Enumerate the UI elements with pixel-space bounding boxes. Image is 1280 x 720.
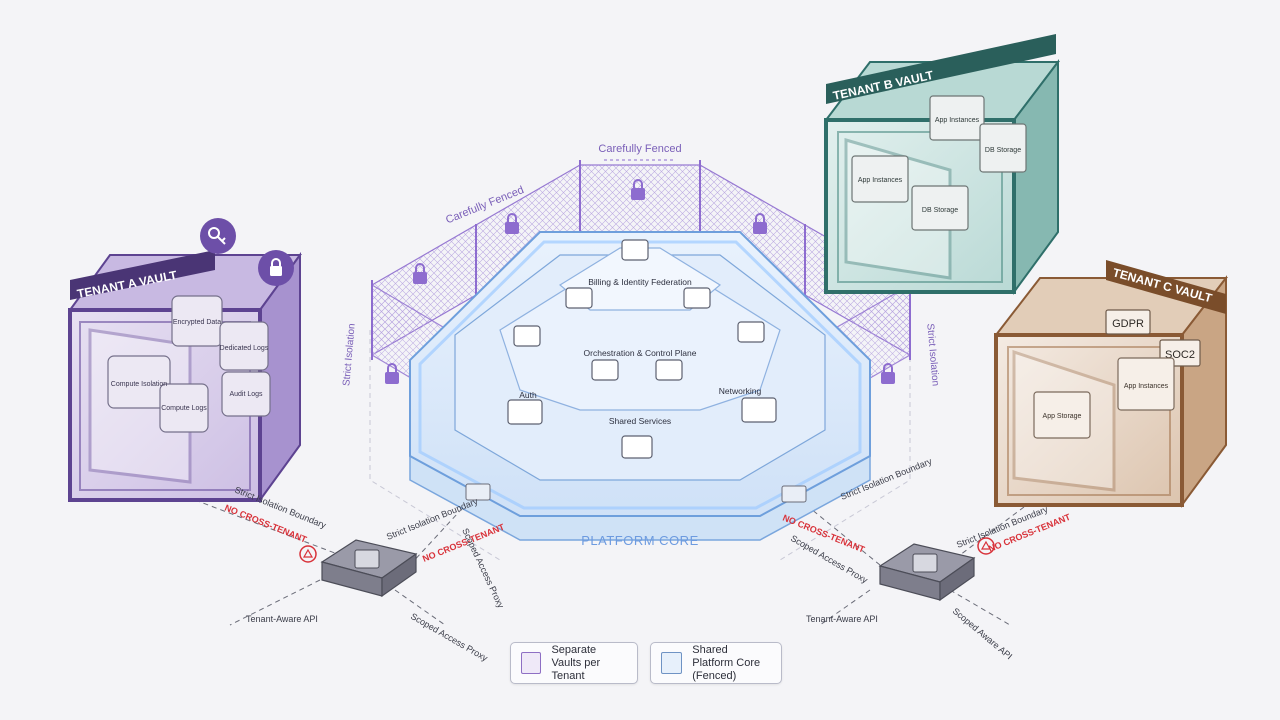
right-api-label: Tenant-Aware API: [806, 614, 878, 624]
gdpr-badge: [1105, 309, 1151, 335]
warning-icon: [299, 545, 317, 563]
lock-badge-icon: [258, 250, 294, 286]
vault-legend-icon: [521, 652, 542, 674]
database-icon: [621, 239, 649, 261]
tenant-a-item: Compute Logs: [161, 405, 207, 412]
tenant-c-boxes: [1033, 357, 1175, 439]
fence-locks: [385, 179, 895, 384]
tenant-a-item: Encrypted Data: [173, 319, 221, 326]
tenant-b-item: App Instances: [935, 117, 980, 124]
grid-icon: [565, 287, 593, 309]
legend-item-core: Shared Platform Core (Fenced): [650, 642, 782, 684]
lock-icon: [385, 363, 399, 384]
core-glow-ring: [418, 240, 862, 510]
line-gateway-a-proxy: [394, 589, 446, 626]
legend-vaults-label: Separate Vaults per Tenant: [551, 643, 601, 682]
core-port-right: [781, 485, 807, 503]
control-icon-2: [655, 359, 683, 381]
tenant-b-item: DB Storage: [922, 207, 958, 214]
platform-core: PLATFORM CORE: [409, 231, 871, 548]
platform-labels: Billing & Identity Federation Orchestrat…: [519, 277, 761, 426]
label-auth: Auth: [519, 390, 537, 400]
right-gateway: [878, 543, 976, 602]
core-port-left: [465, 483, 491, 501]
tenant-c-item: App Instances: [1124, 383, 1169, 390]
right-proxy-label: Scoped Aware API: [951, 606, 1014, 661]
tenant-a-item: Audit Logs: [229, 391, 263, 398]
line-gateway-a-api: [229, 579, 321, 626]
line-tenant-a-gateway: [194, 499, 341, 556]
fence-side-left-label: Strict Isolation: [341, 323, 357, 387]
core-label: PLATFORM CORE: [581, 533, 699, 548]
warning-icon: [977, 537, 995, 555]
tenant-a-item: Compute Isolation: [111, 381, 168, 388]
label-networking: Networking: [719, 386, 762, 396]
tenant-a-cylinders: [107, 295, 271, 433]
key-icon: [200, 218, 236, 254]
keyhole-icon: [912, 553, 938, 573]
legend-item-vaults: Separate Vaults per Tenant: [510, 642, 638, 684]
label-shared-services: Shared Services: [609, 416, 671, 426]
label-orchestration: Orchestration & Control Plane: [584, 348, 697, 358]
left-no-cross-2-label: NO CROSS-TENANT: [421, 522, 506, 564]
core-tier-top: [558, 247, 722, 311]
network-icon: [513, 325, 541, 347]
tenant-b-item-labels: App Instances DB Storage App Instances D…: [858, 117, 1021, 214]
lock-icon: [631, 179, 645, 200]
label-billing: Billing & Identity Federation: [588, 277, 692, 287]
auth-icon: [507, 399, 543, 425]
fence-label-top: Carefully Fenced: [598, 143, 681, 155]
lock-icon: [881, 363, 895, 384]
tenant-b-item: DB Storage: [985, 147, 1021, 154]
gdpr-label: GDPR: [1112, 318, 1144, 330]
networking-icon: [741, 397, 777, 423]
tenant-c-item: App Storage: [1043, 413, 1082, 420]
lock-icon: [505, 213, 519, 234]
lock-icon: [753, 213, 767, 234]
tenant-c-item-labels: App Instances App Storage: [1043, 383, 1169, 420]
server-icon: [683, 287, 711, 309]
left-gateway: [320, 539, 418, 598]
tenant-b-item: App Instances: [858, 177, 903, 184]
keyhole-icon: [354, 549, 380, 569]
line-gateway-c-api: [819, 589, 871, 626]
shared-services-icon: [621, 435, 653, 459]
legend-core-label: Shared Platform Core (Fenced): [692, 643, 761, 682]
line-gateway-c-proxy: [949, 589, 1011, 626]
lock-icon: [413, 263, 427, 284]
tenant-a-item: Dedicated Logs: [220, 345, 269, 352]
tenant-b-boxes: [851, 95, 1027, 231]
line-fence-frame: [369, 330, 911, 561]
control-icon: [591, 359, 619, 381]
line-gateway-a-core: [409, 499, 471, 566]
core-legend-icon: [661, 652, 683, 674]
chip-icon: [737, 321, 765, 343]
left-proxy-label: Scoped Access Proxy: [409, 611, 490, 663]
left-api-label: Tenant-Aware API: [246, 614, 318, 624]
tenant-a-item-labels: Encrypted Data Compute Isolation Dedicat…: [111, 319, 269, 412]
service-tiles: [507, 239, 777, 459]
fence-side-right-label: Strict Isolation: [924, 323, 940, 387]
